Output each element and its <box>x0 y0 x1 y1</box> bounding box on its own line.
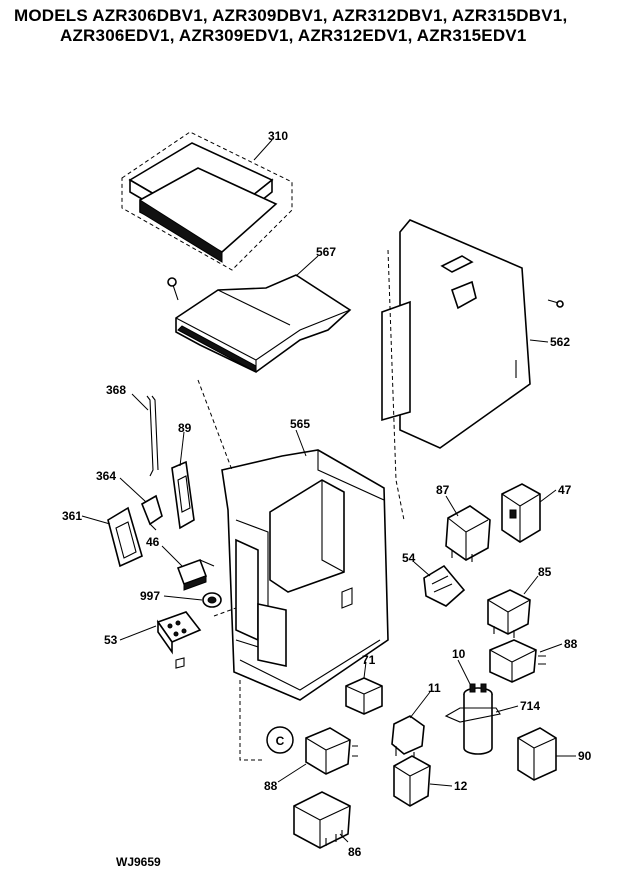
part-361-bracket[interactable] <box>107 506 143 568</box>
callout-562: 562 <box>550 335 570 349</box>
callout-89: 89 <box>178 421 192 435</box>
callout-46: 46 <box>146 535 160 549</box>
models-title-line-1: MODELS AZR306DBV1, AZR309DBV1, AZR312DBV… <box>14 6 568 25</box>
part-368-rod[interactable] <box>146 395 159 477</box>
callout-71: 71 <box>362 653 376 667</box>
part-89-bracket[interactable] <box>171 460 195 530</box>
part-54-board[interactable] <box>423 564 466 607</box>
callout-86: 86 <box>348 845 362 859</box>
callout-88-right: 88 <box>564 637 578 651</box>
callout-12: 12 <box>454 779 468 793</box>
assembly-guide-lines <box>197 249 405 761</box>
part-85-relay[interactable] <box>487 589 531 638</box>
callout-997: 997 <box>140 589 160 603</box>
part-11-switch[interactable] <box>391 715 425 760</box>
part-310-filter[interactable] <box>121 131 293 271</box>
part-364-clip[interactable] <box>140 494 163 531</box>
part-10-capacitor[interactable] <box>463 683 493 755</box>
part-88-relay-bottom[interactable] <box>305 727 358 775</box>
callout-85: 85 <box>538 565 552 579</box>
callout-368: 368 <box>106 383 126 397</box>
part-565-chassis[interactable] <box>221 449 389 701</box>
callout-364: 364 <box>96 469 116 483</box>
callout-53: 53 <box>104 633 118 647</box>
section-marker-c: C <box>266 726 294 754</box>
callout-54: 54 <box>402 551 416 565</box>
part-567-top-cover[interactable] <box>167 274 352 373</box>
callout-47: 47 <box>558 483 572 497</box>
callout-567: 567 <box>316 245 336 259</box>
part-88-relay-right[interactable] <box>489 639 546 683</box>
models-title-line-2: AZR306EDV1, AZR309EDV1, AZR312EDV1, AZR3… <box>60 26 527 45</box>
callout-88-bottom: 88 <box>264 779 278 793</box>
callout-714: 714 <box>520 699 540 713</box>
part-87-relay[interactable] <box>445 505 491 562</box>
part-86-relay[interactable] <box>293 791 351 849</box>
part-46-switch[interactable] <box>176 558 215 591</box>
callout-361: 361 <box>62 509 82 523</box>
svg-text:C: C <box>276 734 285 748</box>
callout-11: 11 <box>428 681 441 695</box>
part-53-terminal-block[interactable] <box>156 611 202 669</box>
callout-87: 87 <box>436 483 450 497</box>
callout-10: 10 <box>452 647 466 661</box>
callout-565: 565 <box>290 417 310 431</box>
drawing-number: WJ9659 <box>116 855 161 869</box>
part-997-knob[interactable] <box>202 592 222 608</box>
leader-lines <box>81 139 576 843</box>
part-71-connector[interactable] <box>345 677 383 715</box>
part-47-relay[interactable] <box>501 483 541 543</box>
part-90-transformer[interactable] <box>517 727 557 781</box>
callout-90: 90 <box>578 749 592 763</box>
callout-310: 310 <box>268 129 288 143</box>
part-562-side-panel[interactable] <box>381 219 564 449</box>
part-12-relay[interactable] <box>393 755 431 807</box>
callout-labels: 310 567 562 368 89 565 364 361 46 87 47 … <box>62 129 592 859</box>
